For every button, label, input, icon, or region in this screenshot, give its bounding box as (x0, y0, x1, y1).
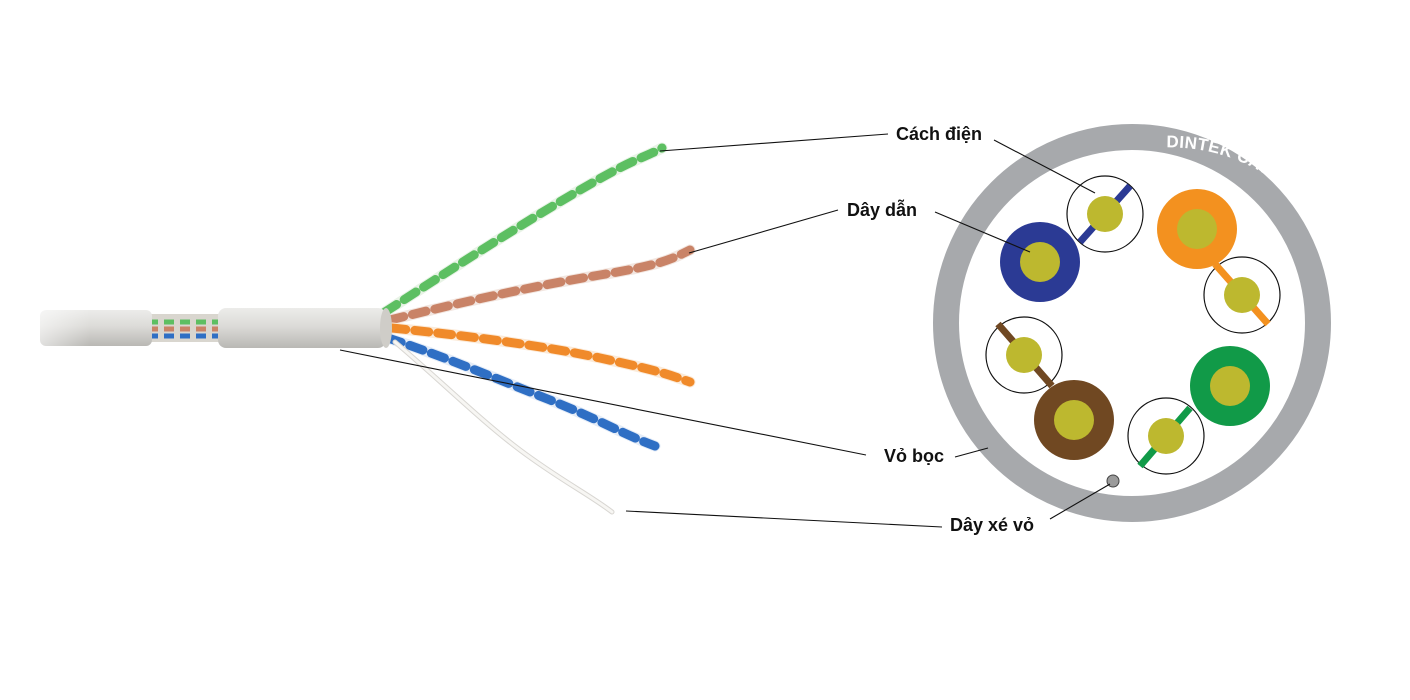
cable-jacket (0, 300, 392, 356)
conductor-white-green (1127, 397, 1205, 475)
leader-lines (339, 133, 1111, 528)
label-insulation: Cách điện (896, 124, 982, 144)
label-jacket: Vỏ bọc (884, 446, 944, 466)
label-ripcord: Dây xé vỏ (950, 515, 1034, 535)
pair-brown (384, 244, 696, 326)
pair-orange (386, 322, 696, 388)
cross-section: DINTEK CAT.5E U/UTP PVC CABLE CONSTRUCTI… (933, 124, 1366, 522)
conductor-white-brown (985, 316, 1063, 394)
jacket-ring (933, 124, 1331, 522)
conductor-white-blue (1066, 175, 1144, 253)
pair-green (379, 142, 668, 318)
ripcord-strand (392, 339, 615, 515)
pair-blue (382, 332, 661, 452)
conductor-green (1190, 346, 1270, 426)
labels: Cách điện Dây dẫn Vỏ bọc Dây xé vỏ (847, 124, 1034, 535)
exposed-pairs-gap (148, 314, 222, 342)
conductor-blue (1000, 222, 1080, 302)
conductor-white-orange (1203, 256, 1281, 334)
label-conductor: Dây dẫn (847, 199, 917, 220)
cable-photo (0, 142, 696, 515)
conductor-brown (1034, 380, 1114, 460)
conductor-orange (1157, 189, 1237, 269)
